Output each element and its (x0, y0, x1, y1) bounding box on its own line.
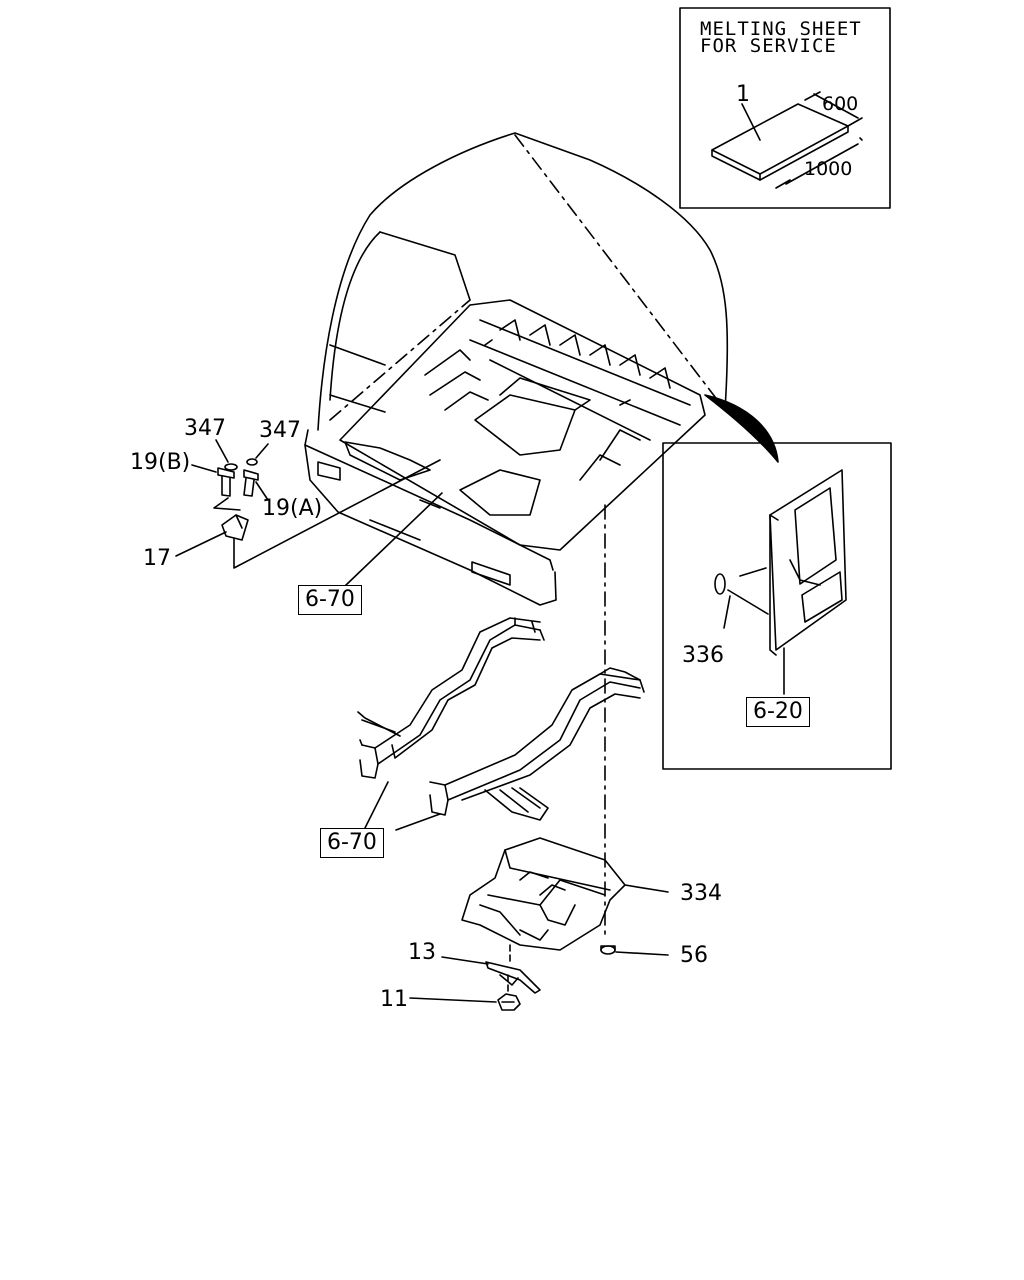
washer-347b (246, 458, 258, 466)
leader-334 (624, 884, 669, 893)
ref-6-70-top: 6-70 (298, 585, 362, 616)
dim-arrow-1000 (785, 143, 859, 185)
label-13: 13 (408, 940, 436, 965)
label-347-a: 347 (184, 416, 226, 441)
service-inset-frame (679, 7, 891, 209)
leader-336 (723, 595, 731, 629)
grommet-56 (600, 945, 616, 955)
leader-670-top (344, 492, 443, 587)
leader-670-bottom (363, 781, 441, 831)
label-347-b: 347 (259, 418, 301, 443)
under-cover-334 (461, 837, 626, 951)
dim-arrow-600 (813, 93, 859, 119)
leader-19a (255, 481, 269, 501)
leader-17 (175, 531, 227, 557)
washer-347a (224, 463, 238, 471)
nut-11 (497, 993, 521, 1011)
bolt-19b (217, 467, 235, 497)
label-dim-600: 600 (822, 93, 859, 115)
label-dim-1000: 1000 (804, 158, 853, 180)
bracket-17 (221, 514, 249, 541)
label-19a: 19(A) (262, 496, 323, 521)
label-336: 336 (682, 643, 724, 668)
cab-body (304, 132, 729, 606)
floor-panel (339, 299, 706, 551)
leader-347a (215, 439, 229, 463)
inset-title-line2: FOR SERVICE (700, 35, 837, 57)
leader-13 (441, 956, 489, 965)
panel-inset-frame (662, 442, 892, 770)
label-19b: 19(B) (130, 450, 191, 475)
frame-rails (357, 617, 645, 821)
inset-callout-arrow (704, 394, 779, 463)
ref-6-20: 6-20 (746, 697, 810, 728)
label-334: 334 (680, 881, 722, 906)
bracket-13 (485, 961, 541, 994)
label-part-1: 1 (736, 82, 750, 107)
label-17: 17 (143, 546, 171, 571)
leader-347b (255, 443, 269, 459)
leader-56 (615, 951, 669, 956)
label-11: 11 (380, 987, 408, 1012)
label-56: 56 (680, 943, 708, 968)
bolt-19a (243, 469, 259, 497)
leader-19b (191, 464, 217, 473)
ref-6-70-bottom: 6-70 (320, 828, 384, 859)
plug-336 (714, 573, 726, 595)
rear-panel (714, 469, 847, 656)
leader-11 (409, 997, 497, 1003)
inset-title-line1: MELTING SHEET (700, 18, 862, 40)
melting-sheet-drawing (711, 91, 863, 189)
